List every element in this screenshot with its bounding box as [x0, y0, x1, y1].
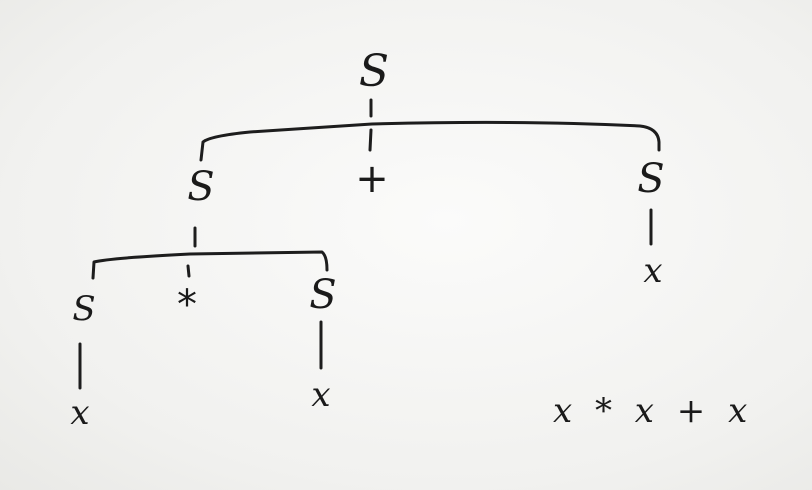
right-leaf-x: x [643, 251, 662, 291]
root-node-s: S [359, 46, 389, 97]
root-stem-lower [368, 128, 373, 152]
level2-left-node-s: S [72, 289, 95, 329]
left-leaf-x: x [70, 393, 89, 433]
level1-right-node-s: S [637, 156, 664, 202]
level2-right-node-s: S [309, 272, 336, 318]
expression-text: x * x + x [553, 391, 753, 431]
level2-middle-tick [186, 264, 191, 278]
level1-plus-node: + [355, 156, 389, 202]
level2-branch-bar [91, 250, 329, 280]
middle-leaf-x: x [311, 375, 330, 415]
level1-left-node-s: S [187, 164, 214, 210]
level2-times-node: * [177, 282, 197, 328]
level1-branch-bar [199, 120, 661, 162]
